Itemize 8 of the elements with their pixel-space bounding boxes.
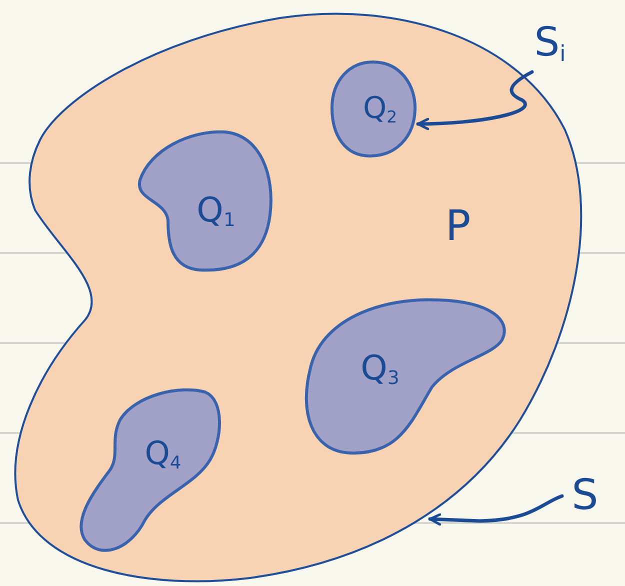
hole-label: Q$_{2}$	[362, 94, 398, 126]
set-label: S	[572, 474, 598, 516]
set-label: S$_{i}$	[534, 22, 566, 66]
arrow	[428, 494, 564, 526]
hole-label: Q$_{1}$	[196, 193, 236, 231]
hole-label: Q$_{4}$	[144, 437, 182, 473]
region-label: P	[445, 205, 471, 247]
hole-label: Q$_{3}$	[360, 351, 400, 389]
